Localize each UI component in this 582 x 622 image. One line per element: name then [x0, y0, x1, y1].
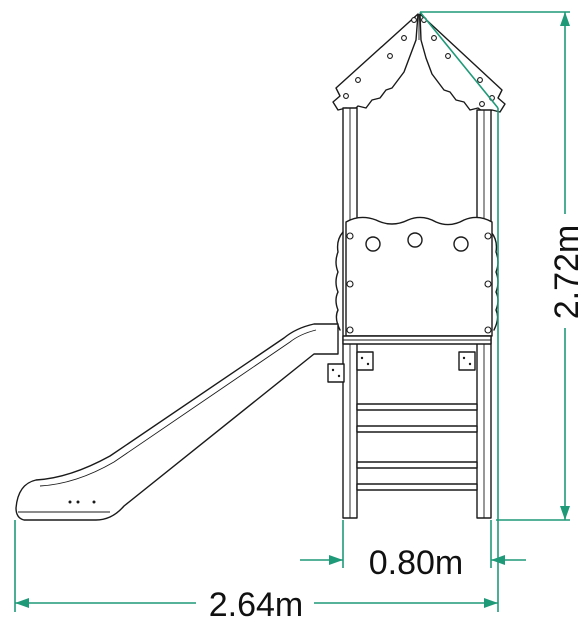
platform-width-label: 0.80m: [369, 544, 464, 582]
front-panel: [345, 216, 493, 337]
ladder: [356, 403, 478, 491]
platform-deck: [342, 335, 492, 371]
total-length-label: 2.64m: [209, 586, 304, 622]
roof: [332, 13, 506, 115]
dimension-platform-width: 0.80m: [300, 520, 526, 582]
slide: [15, 323, 345, 521]
height-label: 2.72m: [548, 225, 582, 320]
dimension-total-length: 2.64m: [14, 520, 499, 622]
dimension-height: 2.72m: [419, 11, 582, 521]
